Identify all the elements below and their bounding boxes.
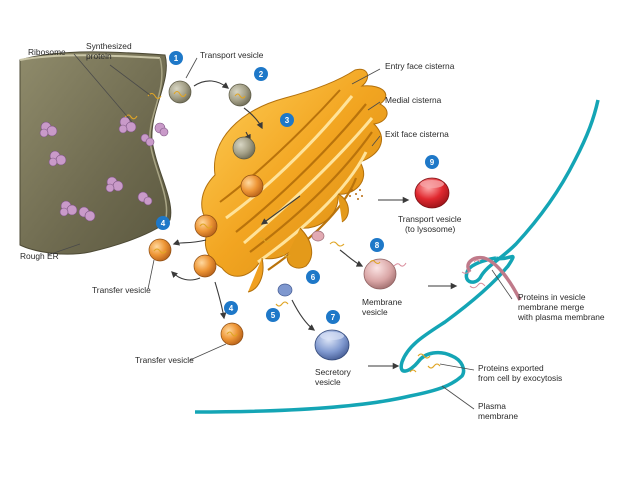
label-exit-face-cisterna: Exit face cisterna: [385, 129, 449, 139]
label-membrane-vesicle-1: Membrane: [362, 297, 402, 307]
step-badge-4b: 4: [224, 301, 238, 315]
step-badge-5: 5: [266, 308, 280, 322]
label-transfer-vesicle-left: Transfer vesicle: [92, 285, 151, 295]
label-exported-2: from cell by exocytosis: [478, 373, 562, 383]
svg-text:6: 6: [311, 273, 316, 282]
labels: Ribosome Synthesized protein Transport v…: [20, 41, 605, 421]
budding-vesicle: [168, 80, 192, 104]
label-medial-cisterna: Medial cisterna: [385, 95, 442, 105]
membrane-vesicle: [363, 258, 397, 290]
svg-text:4: 4: [229, 304, 234, 313]
transfer-vesicle-golgi-2: [193, 254, 217, 278]
label-ribosome: Ribosome: [28, 47, 66, 57]
label-membrane-vesicle-2: vesicle: [362, 307, 388, 317]
label-transport-vesicle-lysosome-1: Transport vesicle: [398, 214, 462, 224]
golgi-internal-arrow: [260, 195, 301, 225]
label-merge-2: membrane merge: [518, 302, 584, 312]
label-merge-1: Proteins in vesicle: [518, 292, 586, 302]
label-entry-face-cisterna: Entry face cisterna: [385, 61, 455, 71]
label-synthesized-protein-2: protein: [86, 51, 112, 61]
label-plasma-membrane-2: membrane: [478, 411, 518, 421]
svg-text:1: 1: [174, 54, 179, 63]
er-ribosomes: [39, 116, 169, 222]
label-transport-vesicle-lysosome-2: (to lysosome): [405, 224, 455, 234]
rough-er: [19, 51, 172, 255]
golgi-apparatus: [201, 68, 388, 297]
label-secretory-vesicle-2: vesicle: [315, 377, 341, 387]
svg-text:8: 8: [375, 241, 380, 250]
leader-lines: [47, 53, 513, 410]
step-badge-7: 7: [326, 310, 340, 324]
step-badge-8: 8: [370, 238, 384, 252]
step-badge-9: 9: [425, 155, 439, 169]
plasma-membrane: [194, 99, 600, 414]
step-badges: 1 2 3 4 4 5 6 7 8 9: [156, 51, 439, 324]
svg-text:3: 3: [285, 116, 290, 125]
label-synthesized-protein-1: Synthesized: [86, 41, 132, 51]
step-badge-4a: 4: [156, 216, 170, 230]
step-badge-6: 6: [306, 270, 320, 284]
step-badge-1: 1: [169, 51, 183, 65]
label-rough-er: Rough ER: [20, 251, 59, 261]
fusing-vesicle: [232, 136, 256, 160]
svg-text:5: 5: [271, 311, 276, 320]
svg-text:9: 9: [430, 158, 435, 167]
svg-text:2: 2: [259, 70, 264, 79]
label-transport-vesicle: Transport vesicle: [200, 50, 264, 60]
label-exported-1: Proteins exported: [478, 363, 544, 373]
vesicles: [148, 80, 450, 361]
golgi-vesicle-a: [240, 174, 264, 198]
pathway-arrows: [171, 80, 458, 370]
label-plasma-membrane-1: Plasma: [478, 401, 506, 411]
svg-text:4: 4: [161, 219, 166, 228]
label-secretory-vesicle-1: Secretory: [315, 367, 352, 377]
transfer-vesicle-left: [148, 238, 172, 262]
svg-text:7: 7: [331, 313, 336, 322]
label-transfer-vesicle-bottom: Transfer vesicle: [135, 355, 194, 365]
step-badge-3: 3: [280, 113, 294, 127]
step-badge-2: 2: [254, 67, 268, 81]
label-merge-3: with plasma membrane: [517, 312, 605, 322]
